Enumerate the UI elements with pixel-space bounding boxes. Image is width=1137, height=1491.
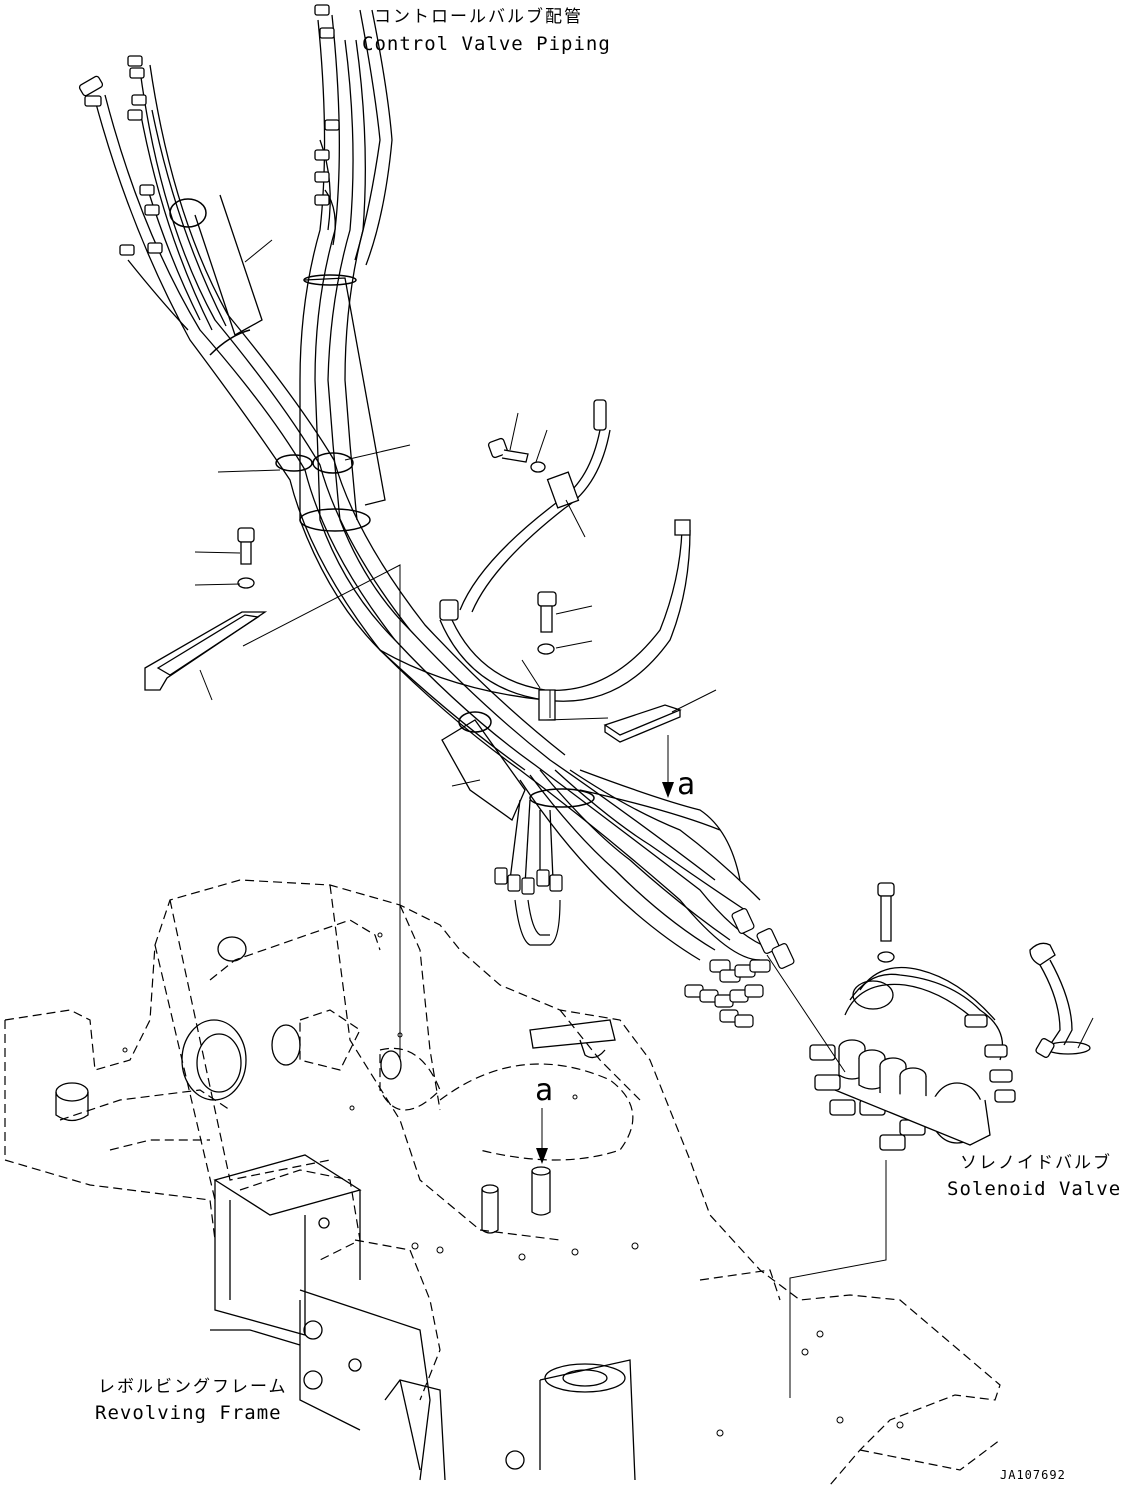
- control-valve-piping-jp-label: コントロールバルブ配管: [374, 7, 583, 27]
- solenoid-valve-assembly: [810, 943, 1090, 1150]
- drawing-code: JA107692: [1000, 1468, 1066, 1482]
- view-ref-a-upper: a: [677, 767, 696, 802]
- bolt-top: [488, 438, 528, 462]
- cover-plate-right: [605, 705, 680, 742]
- frame-brackets: [56, 937, 635, 1480]
- cover-plate-left: [145, 612, 265, 690]
- control-valve-piping-label: Control Valve Piping: [362, 33, 611, 55]
- frame-holes: [123, 933, 903, 1436]
- leader-lines: [195, 240, 1093, 1398]
- arrow-heads: [536, 782, 674, 1164]
- bolts-and-washers: [238, 438, 894, 962]
- solenoid-valve-label: Solenoid Valve: [947, 1178, 1122, 1200]
- protector-sheets: [195, 195, 525, 820]
- revolving-frame-label: Revolving Frame: [95, 1402, 282, 1424]
- bolt-right: [878, 883, 894, 962]
- hose-clamps: [170, 199, 594, 807]
- bolt-left: [238, 528, 254, 588]
- lower-fittings: [495, 868, 795, 1027]
- solenoid-valve-jp-label: ソレノイドバルブ: [960, 1153, 1112, 1173]
- top-left-fittings: [78, 5, 339, 255]
- hose-bundle: [95, 10, 775, 960]
- bolt-mid: [538, 592, 556, 654]
- revolving-frame-jp-label: レボルビングフレーム: [98, 1377, 288, 1397]
- view-ref-a-lower: a: [535, 1073, 554, 1108]
